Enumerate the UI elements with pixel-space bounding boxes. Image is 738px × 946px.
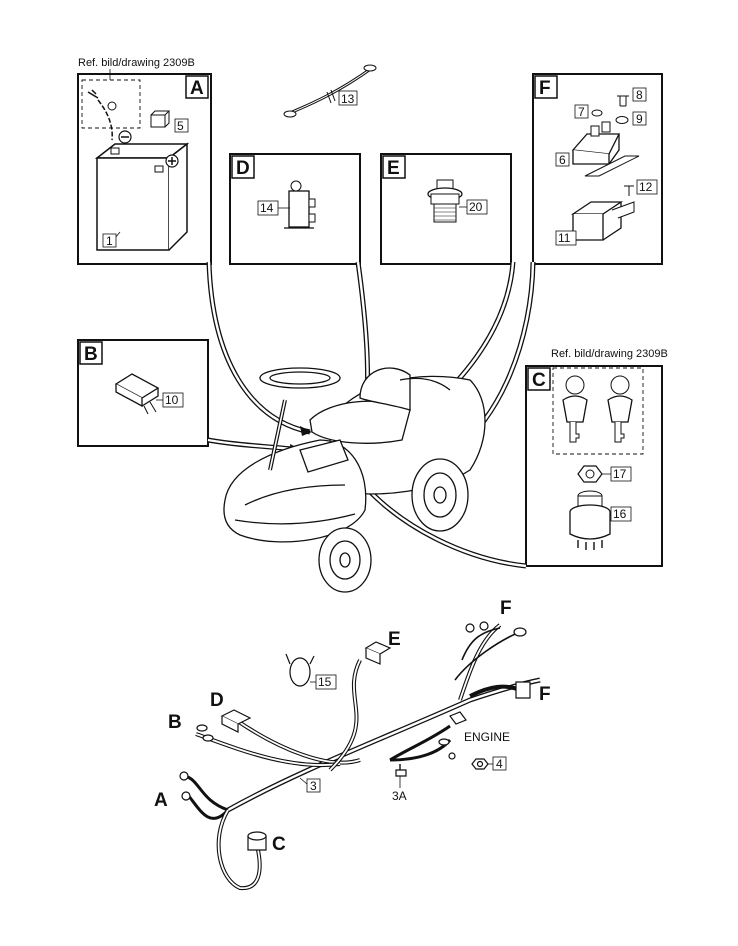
tractor-illustration [223,367,486,593]
label-16: 16 [613,507,627,521]
label-3a: 3A [392,789,407,803]
label-14: 14 [260,201,274,215]
label-4: 4 [496,757,503,771]
panel-c: Ref. bild/drawing 2309B C 17 16 [525,348,668,567]
harness-label-a: A [154,790,168,811]
wiring-harness [184,623,541,891]
harness-label-f-right: F [539,684,551,705]
label-8: 8 [636,88,643,102]
label-7: 7 [578,105,585,119]
panel-c-ref: Ref. bild/drawing 2309B [551,348,668,360]
label-15: 15 [318,675,332,689]
harness-label-d: D [210,690,224,711]
harness-label-f-top: F [500,598,512,619]
label-20: 20 [469,200,483,214]
panel-e: E 20 [380,153,512,265]
cable-13: 13 [283,64,377,118]
harness-label-b: B [168,712,182,733]
panel-f: F 8 7 9 6 12 11 [532,73,663,265]
label-17: 17 [613,467,627,481]
label-5: 5 [177,119,184,133]
label-13: 13 [341,92,355,106]
panel-b: B 10 [77,339,209,447]
label-6: 6 [559,153,566,167]
label-10: 10 [165,393,179,407]
engine-label: ENGINE [464,730,510,744]
harness-connectors [179,621,531,851]
panel-d: D 14 [229,153,361,265]
label-12: 12 [639,180,653,194]
label-3: 3 [310,779,317,793]
panel-a-ref: Ref. bild/drawing 2309B [78,57,195,69]
panel-d-letter: D [236,158,250,179]
label-11: 11 [558,231,571,245]
panel-c-letter: C [532,370,546,391]
panel-a-letter: A [190,78,204,99]
harness-label-c: C [272,834,286,855]
label-1: 1 [106,234,113,248]
harness-labels: F E F D B A C ENGINE 15 3 3A 4 [154,598,551,855]
harness-label-e: E [388,629,401,650]
panel-b-letter: B [84,344,98,365]
label-9: 9 [636,112,643,126]
panel-e-letter: E [387,158,400,179]
panel-f-letter: F [539,78,551,99]
panel-a: Ref. bild/drawing 2309B A 5 1 [77,57,212,265]
